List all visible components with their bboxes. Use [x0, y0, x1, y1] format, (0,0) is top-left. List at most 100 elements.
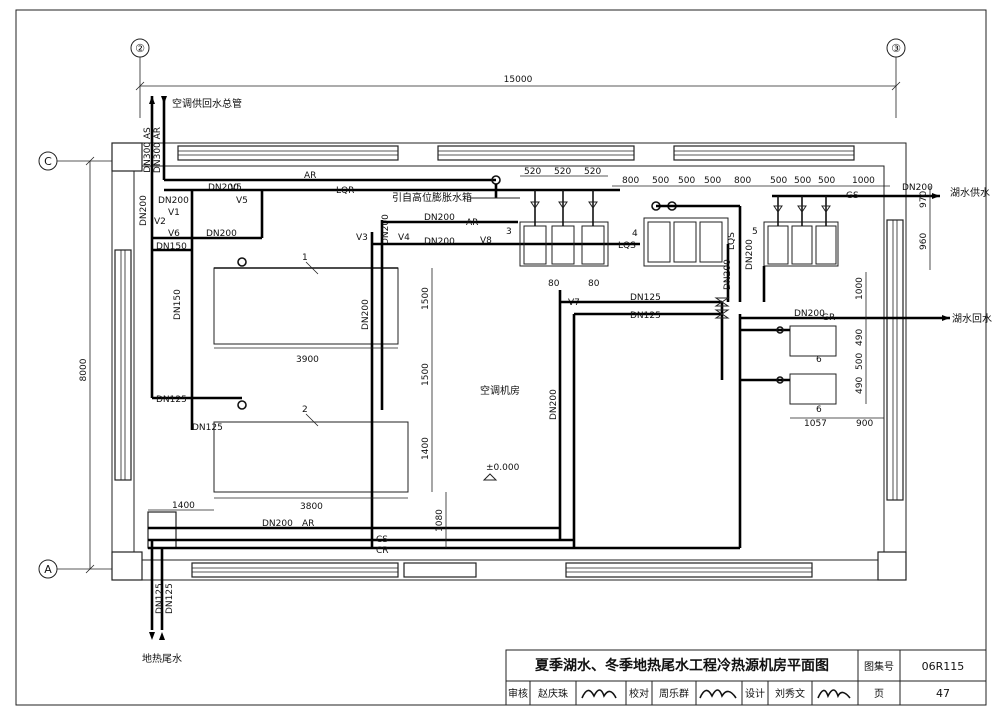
- axis-2-label: ②: [135, 42, 145, 55]
- atlas-number: 06R115: [922, 660, 965, 673]
- dn200-mid-a: DN200: [361, 299, 371, 330]
- cs-label: CS: [376, 535, 388, 545]
- lake-return-label: 湖水回水: [952, 313, 992, 325]
- dim-490a: 490: [855, 329, 865, 346]
- reviewer-signature: [581, 689, 617, 699]
- dim-8000-text: 8000: [79, 358, 89, 381]
- dn125-b-label: DN125: [192, 423, 223, 433]
- dim-500f: 500: [818, 176, 835, 186]
- checker-signature: [699, 689, 737, 699]
- room-label: 空调机房: [480, 384, 520, 397]
- dim-8000: 8000: [79, 156, 95, 574]
- unit-2: 2: [213, 405, 409, 493]
- dim-15000-text: 15000: [504, 75, 533, 85]
- dim-520b: 520: [554, 167, 571, 177]
- dim-80b: 80: [588, 279, 600, 289]
- dim-970: 970: [919, 191, 929, 208]
- dn200-vert-mid: DN200: [549, 389, 559, 420]
- lake-supply-label: 湖水供水: [950, 186, 990, 199]
- dim-1000a: 1000: [852, 176, 875, 186]
- dn125-c-label: DN125: [630, 293, 661, 303]
- dim-500e: 500: [794, 176, 811, 186]
- reviewer-name: 赵庆珠: [538, 687, 568, 700]
- review-label: 审核: [508, 687, 528, 700]
- dn200-lqs-vert: DN200: [745, 239, 755, 270]
- dn200-left-label: DN200: [158, 196, 189, 206]
- dim-500a: 500: [652, 176, 669, 186]
- atlas-label: 图集号: [864, 660, 894, 673]
- as-label: DN300 AS: [143, 127, 153, 173]
- pump-group-5: 5 500 500 500 1000 GS DN200 湖水供水 970 960: [752, 176, 990, 302]
- axis-C-label: C: [44, 155, 52, 168]
- unit-6b-label: 6: [816, 405, 822, 415]
- lqs-label: LQS: [618, 241, 636, 251]
- unit-6b: [789, 373, 837, 405]
- main-pipes: 空调供回水总管 DN300 AS DN300 AR AR DN200 LQR V…: [139, 96, 620, 433]
- dn125-d-label: DN125: [630, 311, 661, 321]
- dim-520a: 520: [524, 167, 541, 177]
- title-block: 夏季湖水、冬季地热尾水工程冷热源机房平面图 图集号 06R115 审核 赵庆珠 …: [505, 649, 987, 706]
- unit-1: 1: [213, 253, 399, 345]
- dn200-mid-b: DN200: [381, 214, 391, 245]
- building-walls: [111, 142, 907, 581]
- axis-A-label: A: [44, 563, 52, 576]
- valve-v4-label: V4: [398, 233, 410, 243]
- dim-1000b: 1000: [855, 277, 865, 300]
- dim-1057: 1057: [804, 419, 827, 429]
- dn200-lake-return: DN200: [794, 309, 825, 319]
- dim-3900: 3900: [296, 355, 319, 365]
- dn200-lqs-label: DN200: [424, 237, 455, 247]
- ar-top-label: AR: [304, 171, 316, 181]
- valve-v6-label: V6: [168, 229, 180, 239]
- tail-pipe-a: DN125: [155, 583, 165, 614]
- valve-v5-label: V5: [236, 196, 248, 206]
- design-label: 设计: [745, 687, 765, 700]
- valve-v2-label: V2: [154, 217, 166, 227]
- elevation-mark: ±0.000: [482, 463, 520, 481]
- dim-80a: 80: [548, 279, 560, 289]
- dim-1500b: 1500: [421, 363, 431, 386]
- dn200-lake-supply: DN200: [902, 183, 933, 193]
- drawing-title: 夏季湖水、冬季地热尾水工程冷热源机房平面图: [535, 657, 829, 674]
- checker-name: 周乐群: [659, 687, 689, 700]
- unit-6a: [789, 325, 837, 357]
- check-label: 校对: [629, 687, 649, 700]
- dim-3800: 3800: [300, 502, 323, 512]
- unit-6a-label: 6: [816, 355, 822, 365]
- lqs-vert-label: LQS: [727, 232, 737, 250]
- dn200-branch-label: DN200: [206, 229, 237, 239]
- dn200-vert-left: DN200: [139, 195, 149, 226]
- valve-v1-label: V1: [168, 208, 180, 218]
- page-number: 47: [936, 687, 950, 700]
- dim-1080: 1080: [435, 509, 445, 532]
- valve-v8-label: V8: [480, 236, 492, 246]
- dim-500c: 500: [704, 176, 721, 186]
- dim-900: 900: [856, 419, 873, 429]
- ar-label: DN300 AR: [153, 127, 163, 173]
- dn150-label: DN150: [156, 242, 187, 252]
- dim-800a: 800: [622, 176, 639, 186]
- designer-name: 刘秀文: [775, 687, 805, 700]
- pump-3-label: 3: [506, 227, 512, 237]
- dn150-vert: DN150: [173, 289, 183, 320]
- gr-label: GR: [822, 313, 835, 323]
- dim-960: 960: [919, 233, 929, 250]
- ar-bottom-label: AR: [302, 519, 314, 529]
- unit-1-label: 1: [302, 253, 308, 263]
- elevation-text: ±0.000: [486, 463, 520, 473]
- designer-signature: [817, 689, 851, 699]
- unit-2-label: 2: [302, 405, 308, 415]
- pump-group-3: 3 520 520 520 80 80: [506, 167, 609, 289]
- dn125-a-label: DN125: [156, 395, 187, 405]
- dim-500g: 500: [855, 353, 865, 370]
- sheet-border: [15, 9, 987, 706]
- pump-4-label: 4: [632, 229, 638, 239]
- pump-5-label: 5: [752, 227, 758, 237]
- dim-500b: 500: [678, 176, 695, 186]
- tail-water-label: 地热尾水: [142, 652, 182, 665]
- axis-3-label: ③: [891, 42, 901, 55]
- tail-pipe-b: DN125: [165, 583, 175, 614]
- dim-1500a: 1500: [421, 287, 431, 310]
- dim-500d: 500: [770, 176, 787, 186]
